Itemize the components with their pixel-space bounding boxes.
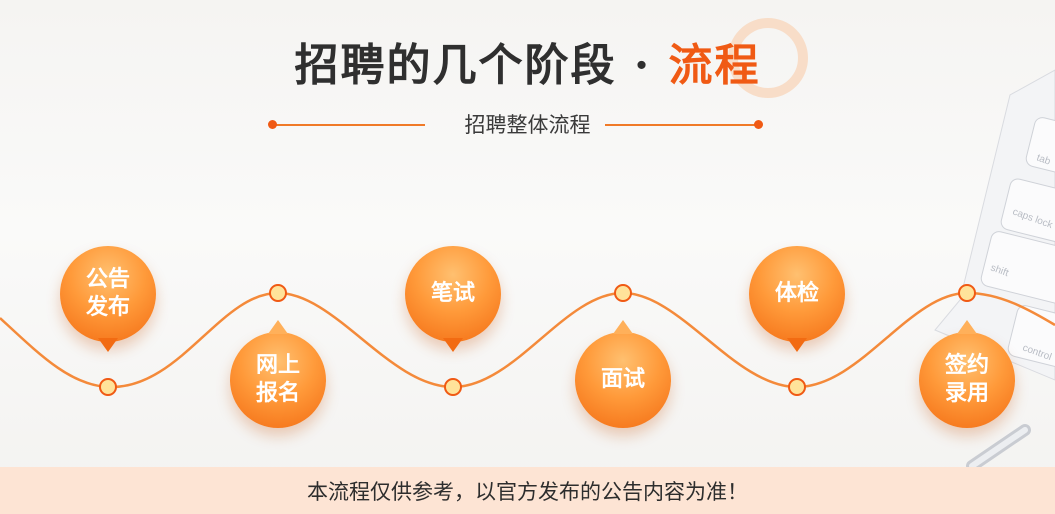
- subtitle-left-line: [275, 124, 425, 126]
- stage-label: 网上 报名: [255, 353, 300, 406]
- stage-label: 笔试: [430, 281, 475, 306]
- bubble-pointer: [613, 320, 633, 334]
- flow-node: [99, 378, 117, 396]
- subtitle: 招聘整体流程: [464, 113, 591, 137]
- stage-bubble-written-exam: 笔试: [405, 246, 501, 352]
- bubble-pointer: [443, 338, 463, 352]
- stage-label: 体检: [774, 281, 819, 306]
- pen-graphic: [966, 424, 1031, 472]
- keyboard-key-shift: [980, 231, 1055, 305]
- footer-text: 本流程仅供参考，以官方发布的公告内容为准！: [307, 479, 748, 504]
- stage-bubble-registration: 网上 报名: [230, 320, 326, 428]
- page-title: 招聘的几个阶段 · 流程: [0, 34, 1055, 98]
- flow-node: [958, 284, 976, 302]
- bubble-pointer: [268, 320, 288, 334]
- bubble-pointer: [957, 320, 977, 334]
- flow-node: [788, 378, 806, 396]
- stage-label: 公告 发布: [85, 267, 130, 320]
- stage-bubble-medical: 体检: [749, 246, 845, 352]
- keyboard-key-caps: [1000, 178, 1055, 244]
- keyboard-key-control: [1007, 305, 1055, 368]
- stage-bubble-interview: 面试: [575, 320, 671, 428]
- title-decor-ring: [728, 18, 808, 98]
- footer-note: 本流程仅供参考，以官方发布的公告内容为准！: [0, 467, 1055, 514]
- subtitle-right-line: [605, 124, 755, 126]
- keyboard-key-tab: [1025, 117, 1055, 173]
- stage-label: 面试: [600, 367, 645, 392]
- title-main: 招聘的几个阶段 ·: [294, 40, 669, 91]
- flow-node: [269, 284, 287, 302]
- flow-node: [614, 284, 632, 302]
- flow-node: [444, 378, 462, 396]
- stage-bubble-announcement: 公告 发布: [60, 246, 156, 352]
- stage-bubble-hiring: 签约 录用: [919, 320, 1015, 428]
- keyboard-graphic: tab caps lock shift control: [934, 69, 1055, 381]
- title-accent: 流程: [668, 40, 761, 91]
- subtitle-right-dot: [754, 120, 763, 129]
- flow-wave-line: [0, 291, 1055, 389]
- stage-label: 签约 录用: [944, 353, 989, 406]
- subtitle-left-dot: [268, 120, 277, 129]
- bubble-pointer: [787, 338, 807, 352]
- keyboard-key-label: tab: [1035, 152, 1052, 167]
- bubble-pointer: [98, 338, 118, 352]
